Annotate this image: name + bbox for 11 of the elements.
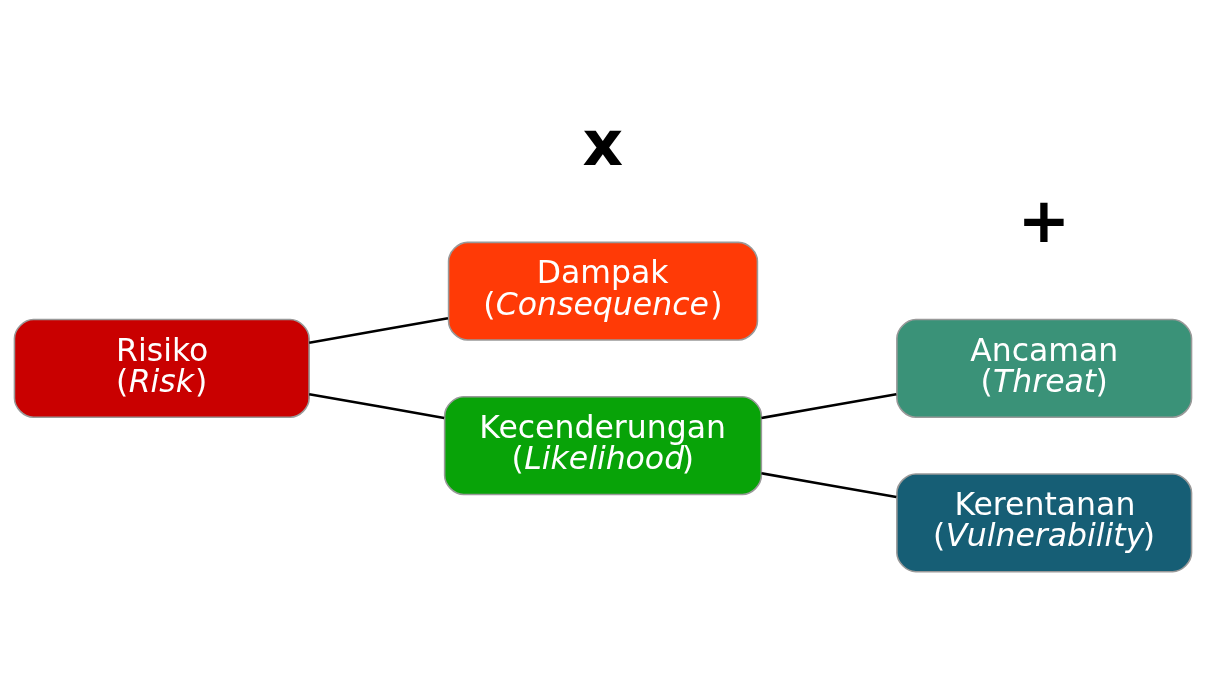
node-box: Ancaman (Threat) (896, 318, 1193, 418)
node-box: Dampak (Consequence) (447, 241, 759, 341)
node-box: Risiko (Risk) (13, 318, 310, 418)
connector (309, 392, 445, 419)
node-box: Kecenderungan (Likelihood) (443, 395, 763, 495)
node-box: Kerentanan (Vulnerability) (896, 472, 1193, 572)
label: x (582, 105, 624, 180)
connector (309, 316, 449, 344)
connector (761, 471, 897, 498)
label: + (1017, 182, 1071, 257)
connector (761, 392, 897, 419)
